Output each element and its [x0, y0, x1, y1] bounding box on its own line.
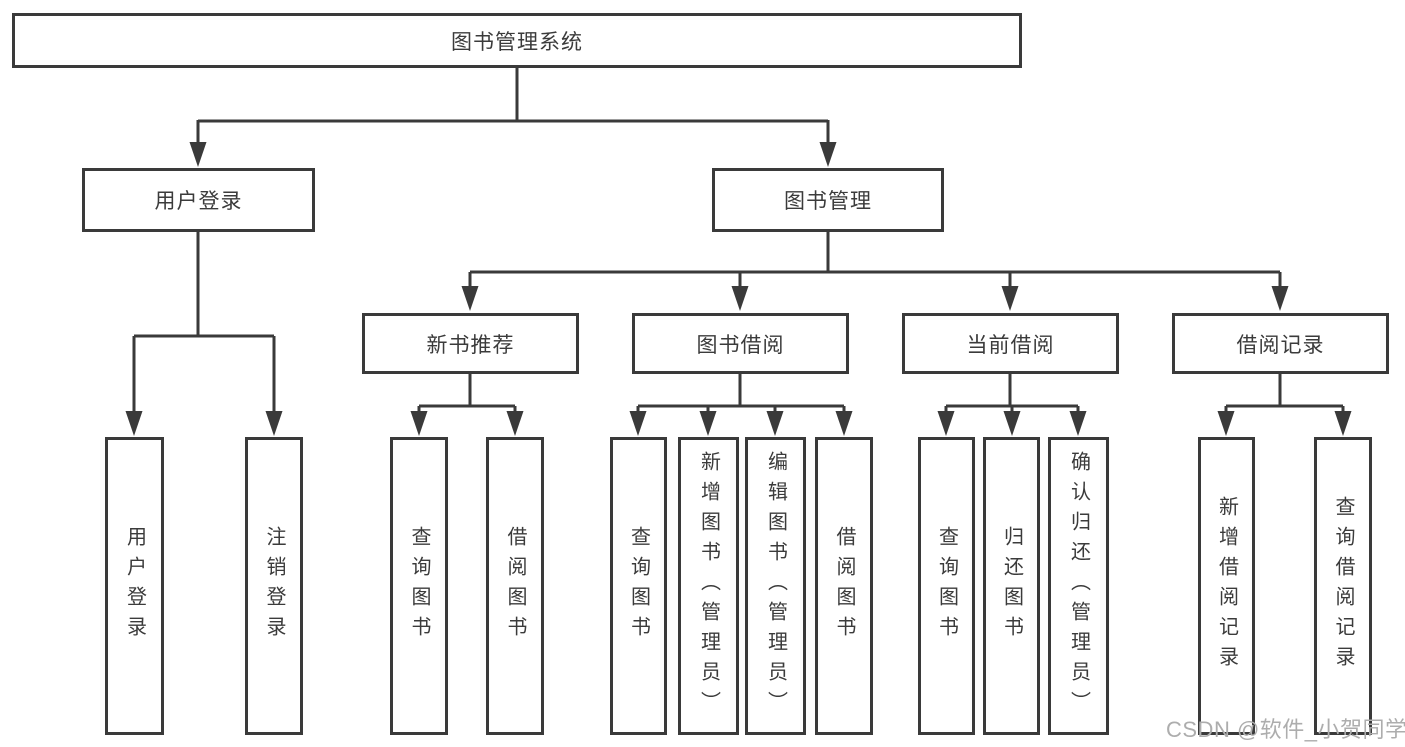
arrow-down	[506, 411, 524, 436]
leaf-nb-query-books: 查询图书	[390, 437, 448, 735]
node-root: 图书管理系统	[12, 13, 1022, 68]
node-label: 查询图书	[408, 526, 430, 646]
arrow-down	[1217, 411, 1235, 436]
watermark-text: CSDN @软件_小贺同学	[1166, 717, 1405, 742]
node-label: 用户登录	[154, 190, 243, 213]
node-current-borrowing: 当前借阅	[902, 313, 1119, 374]
node-user-login: 用户登录	[82, 168, 315, 232]
node-label: 注销登录	[263, 526, 285, 646]
leaf-nb-borrow-books: 借阅图书	[486, 437, 544, 735]
arrow-down	[731, 286, 749, 311]
node-borrow-records: 借阅记录	[1172, 313, 1389, 374]
leaf-cb-query-books: 查询图书	[918, 437, 975, 735]
node-label: 借阅图书	[504, 526, 526, 646]
node-label: 新增图书（管理员）	[697, 451, 720, 721]
node-label: 图书管理系统	[451, 30, 583, 54]
node-label: 图书管理	[784, 190, 872, 213]
leaf-bb-add-books-admin: 新增图书（管理员）	[678, 437, 739, 735]
leaf-logout: 注销登录	[245, 437, 303, 735]
leaf-bb-query-books: 查询图书	[610, 437, 667, 735]
node-label: 查询图书	[935, 526, 958, 646]
node-label: 查询图书	[627, 526, 650, 646]
arrow-down	[766, 411, 784, 436]
node-label: 确认归还（管理员）	[1067, 451, 1090, 721]
node-label: 归还图书	[1000, 526, 1023, 646]
leaf-bb-edit-books-admin: 编辑图书（管理员）	[745, 437, 806, 735]
leaf-bb-borrow-books: 借阅图书	[815, 437, 873, 735]
node-new-book-recommend: 新书推荐	[362, 313, 579, 374]
node-label: 借阅图书	[833, 526, 855, 646]
leaf-cb-confirm-return-admin: 确认归还（管理员）	[1048, 437, 1109, 735]
leaf-user-login: 用户登录	[105, 437, 164, 735]
arrow-down	[189, 142, 207, 167]
arrow-down	[1001, 286, 1019, 311]
node-label: 借阅记录	[1236, 333, 1325, 357]
node-label: 图书借阅	[696, 333, 785, 357]
node-label: 新书推荐	[426, 333, 515, 357]
arrow-down	[819, 142, 837, 167]
node-label: 查询借阅记录	[1332, 496, 1354, 676]
arrow-down	[1069, 411, 1087, 436]
arrow-down	[835, 411, 853, 436]
leaf-br-query-record: 查询借阅记录	[1314, 437, 1372, 735]
arrowheads	[125, 142, 1352, 436]
leaf-cb-return-books: 归还图书	[983, 437, 1040, 735]
arrow-down	[461, 286, 479, 311]
arrow-down	[1334, 411, 1352, 436]
arrow-down	[1271, 286, 1289, 311]
node-book-borrowing: 图书借阅	[632, 313, 849, 374]
arrow-down	[937, 411, 955, 436]
leaf-br-add-record: 新增借阅记录	[1198, 437, 1255, 735]
node-label: 编辑图书（管理员）	[764, 451, 787, 721]
arrow-down	[125, 411, 143, 436]
node-label: 当前借阅	[966, 333, 1055, 357]
node-book-management: 图书管理	[712, 168, 944, 232]
arrow-down	[265, 411, 283, 436]
arrow-down	[1003, 411, 1021, 436]
arrow-down	[410, 411, 428, 436]
node-label: 新增借阅记录	[1215, 496, 1238, 676]
arrow-down	[629, 411, 647, 436]
arrow-down	[699, 411, 717, 436]
node-label: 用户登录	[123, 526, 146, 646]
